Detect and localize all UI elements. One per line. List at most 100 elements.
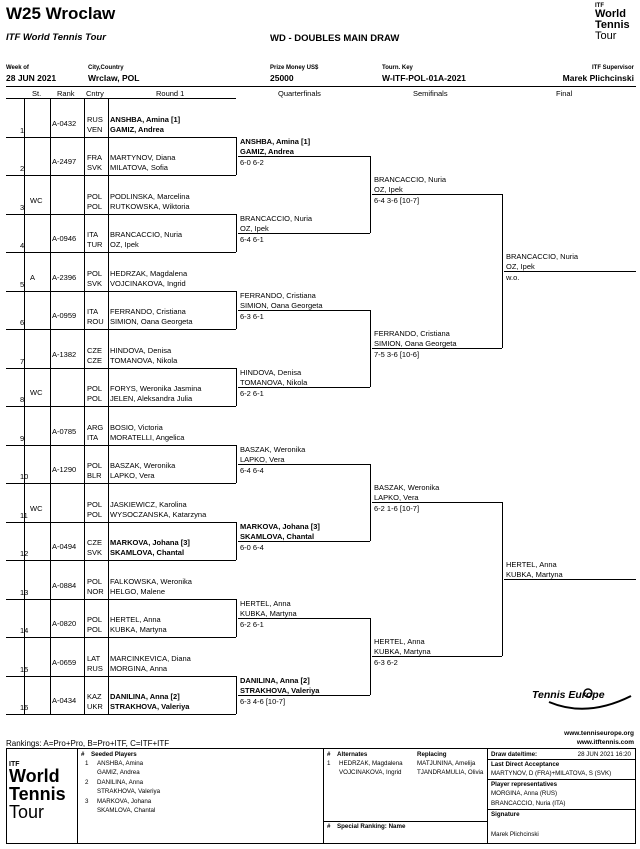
draw-status: A	[30, 272, 36, 282]
sf-player[interactable]: BASZAK, Weronika	[374, 483, 440, 493]
qf-player[interactable]: SKAMLOVA, Chantal	[240, 531, 315, 541]
draw-player[interactable]: MORATELLI, Angelica	[110, 432, 185, 442]
qf-player[interactable]: MARKOVA, Johana [3]	[240, 521, 320, 531]
draw-player[interactable]: DANILINA, Anna [2]	[110, 692, 180, 701]
final-player[interactable]: HERTEL, Anna	[506, 560, 557, 570]
draw-player[interactable]: LAPKO, Vera	[110, 471, 155, 480]
draw-status: WC	[30, 503, 43, 513]
draw-position: 2	[20, 164, 25, 173]
draw-player[interactable]: FERRANDO, Cristiana	[110, 307, 186, 316]
qf-player[interactable]: TOMANOVA, Nikola	[240, 377, 308, 387]
draw-player[interactable]: MORGINA, Anna	[110, 663, 168, 673]
qf-player[interactable]: FERRANDO, Cristiana	[240, 290, 316, 300]
draw-player[interactable]: MILATOVA, Sofia	[110, 163, 168, 172]
draw-player[interactable]: ANSHBA, Amina [1]	[110, 114, 181, 124]
draw-country: CZE	[87, 538, 102, 547]
prize-label: Prize Money US$	[270, 65, 319, 71]
sf-player[interactable]: KUBKA, Martyna	[374, 647, 431, 657]
row-rule	[6, 637, 108, 638]
draw-player[interactable]: HELGO, Malene	[110, 586, 166, 596]
sf-line	[372, 656, 502, 658]
qf-player[interactable]: LAPKO, Vera	[240, 454, 285, 464]
row-rule	[6, 213, 108, 215]
draw-player[interactable]: KUBKA, Martyna	[110, 625, 167, 634]
draw-status: WC	[30, 388, 43, 397]
seeded-header: Seeded Players	[91, 751, 137, 758]
qf-player[interactable]: GAMIZ, Andrea	[240, 146, 294, 156]
bracket-connector	[236, 598, 237, 637]
draw-player[interactable]: FORYS, Weronika Jasmina	[110, 384, 202, 393]
draw-country: BLR	[87, 471, 102, 480]
sf-score: 6-3 6-2	[374, 658, 398, 668]
draw-player[interactable]: MARKOVA, Johana [3]	[110, 538, 190, 547]
alt-hash: #	[327, 751, 331, 758]
sf-player[interactable]: LAPKO, Vera	[374, 493, 419, 503]
draw-position: 11	[20, 510, 28, 520]
draw-country: ARG	[87, 422, 104, 432]
draw-position: 1	[20, 125, 25, 135]
draw-player[interactable]: HEDRZAK, Magdalena	[110, 268, 188, 278]
draw-player[interactable]: STRAKHOVA, Valeriya	[110, 702, 190, 711]
qf-player[interactable]: STRAKHOVA, Valeriya	[240, 685, 320, 695]
sf-player[interactable]: SIMION, Oana Georgeta	[374, 339, 457, 349]
qf-player[interactable]: HINDOVA, Denisa	[240, 367, 302, 377]
draw-position: 12	[20, 549, 29, 558]
qf-player[interactable]: SIMION, Oana Georgeta	[240, 300, 323, 310]
player-line	[108, 329, 236, 330]
col-quarterfinals: Quarterfinals	[278, 89, 321, 98]
draw-player[interactable]: HERTEL, Anna	[110, 615, 161, 624]
draw-player[interactable]: SIMION, Oana Georgeta	[110, 317, 193, 326]
draw-player[interactable]: BOSIO, Victoria	[110, 422, 163, 432]
draw-player[interactable]: BRANCACCIO, Nuria	[110, 230, 183, 239]
qf-player[interactable]: BRANCACCIO, Nuria	[240, 213, 313, 223]
footer-divider-3	[487, 749, 488, 843]
qf-player[interactable]: DANILINA, Anna [2]	[240, 675, 310, 685]
bracket-connector	[236, 367, 237, 406]
bracket-connector	[236, 213, 237, 252]
sf-line	[372, 348, 502, 350]
final-player[interactable]: OZ, Ipek	[506, 262, 535, 272]
qf-line	[238, 463, 370, 465]
row-rule	[6, 136, 108, 138]
bracket-connector	[236, 675, 237, 714]
qf-connector	[370, 617, 371, 695]
qf-player[interactable]: HERTEL, Anna	[240, 598, 291, 608]
sf-player[interactable]: HERTEL, Anna	[374, 637, 425, 647]
draw-country: FRA	[87, 153, 102, 162]
bracket-connector	[236, 136, 237, 175]
qf-player[interactable]: BASZAK, Weronika	[240, 444, 306, 454]
draw-player[interactable]: MARCINKEVICA, Diana	[110, 653, 191, 663]
qf-player[interactable]: OZ, Ipek	[240, 223, 269, 233]
draw-player[interactable]: JASKIEWICZ, Karolina	[110, 499, 187, 509]
seed-num: 3	[85, 798, 89, 805]
draw-player[interactable]: BASZAK, Weronika	[110, 461, 176, 470]
draw-player[interactable]: HINDOVA, Denisa	[110, 345, 172, 355]
draw-player[interactable]: OZ, Ipek	[110, 240, 139, 249]
draw-country: CZE	[87, 355, 102, 365]
qf-player[interactable]: ANSHBA, Amina [1]	[240, 136, 311, 146]
draw-player[interactable]: SKAMLOVA, Chantal	[110, 548, 185, 557]
draw-player[interactable]: PODLINSKA, Marcelina	[110, 191, 190, 201]
draw-player[interactable]: VOJCINAKOVA, Ingrid	[110, 278, 186, 288]
sf-player[interactable]: OZ, Ipek	[374, 185, 403, 195]
city-value: Wrclaw, POL	[88, 73, 140, 83]
draw-player[interactable]: TOMANOVA, Nikola	[110, 355, 178, 365]
player-line	[108, 175, 236, 176]
draw-player[interactable]: JELEN, Aleksandra Julia	[110, 394, 193, 403]
draw-player[interactable]: WYSOCZANSKA, Katarzyna	[110, 509, 207, 519]
qf-player[interactable]: KUBKA, Martyna	[240, 608, 297, 618]
draw-player[interactable]: RUTKOWSKA, Wiktoria	[110, 201, 190, 211]
draw-country: POL	[87, 499, 103, 509]
draw-player[interactable]: MARTYNOV, Diana	[110, 153, 176, 162]
url-tenniseurope[interactable]: www.tenniseurope.org	[564, 730, 634, 737]
final-player[interactable]: KUBKA, Martyna	[506, 570, 563, 580]
player-line	[108, 637, 236, 638]
draw-player[interactable]: FALKOWSKA, Weronika	[110, 576, 192, 586]
draw-position: 13	[20, 587, 29, 597]
replacing-header: Replacing	[417, 751, 447, 758]
final-player[interactable]: BRANCACCIO, Nuria	[506, 252, 579, 262]
sf-player[interactable]: BRANCACCIO, Nuria	[374, 175, 447, 185]
sf-player[interactable]: FERRANDO, Cristiana	[374, 329, 450, 339]
draw-player[interactable]: GAMIZ, Andrea	[110, 124, 164, 134]
url-itftennis[interactable]: www.itftennis.com	[576, 739, 634, 746]
